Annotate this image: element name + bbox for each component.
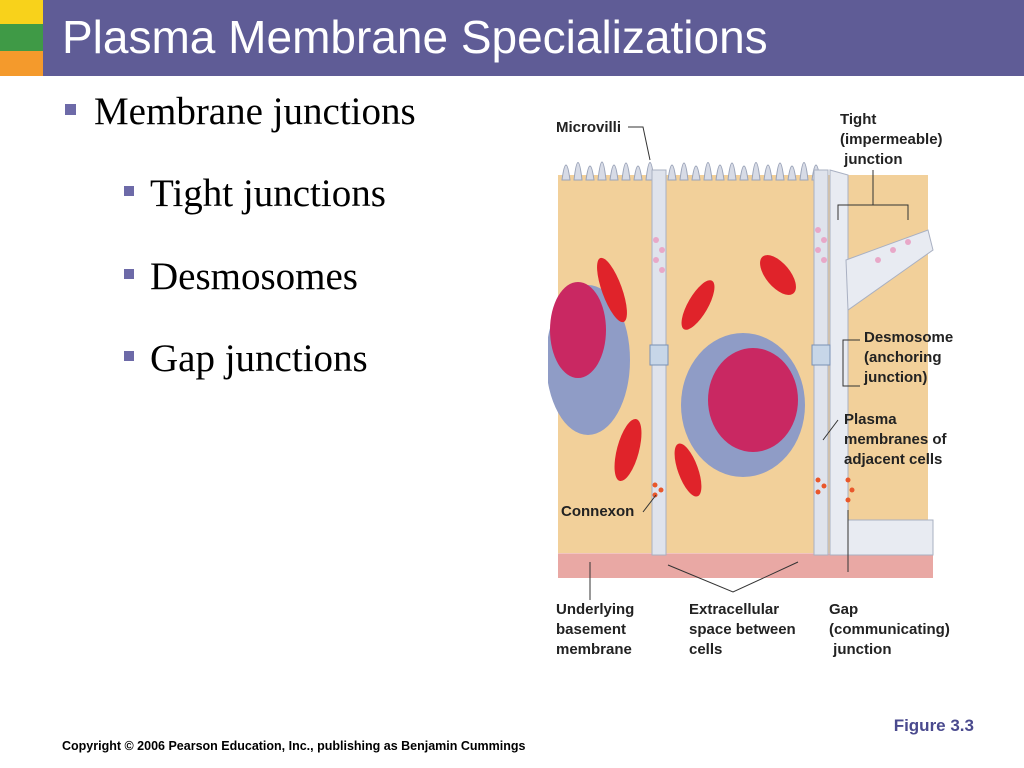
- bullet-sub-text: Desmosomes: [150, 255, 358, 298]
- label-connexon: Connexon: [561, 503, 635, 520]
- title-bar: [0, 0, 1024, 76]
- copyright-text: Copyright © 2006 Pearson Education, Inc.…: [62, 739, 526, 753]
- bullet-square-icon: [124, 351, 134, 361]
- label-extracellular-space: Extracellular space between cells: [689, 601, 796, 658]
- label-plasma-membranes: Plasma membranes of adjacent cells: [844, 411, 947, 468]
- bullet-square-icon: [124, 269, 134, 279]
- bullet-sub-gap: Gap junctions: [124, 336, 368, 381]
- bullet-sub-text: Tight junctions: [150, 172, 386, 215]
- basement-membrane: [558, 552, 933, 578]
- cell-junction-illustration: [546, 126, 934, 600]
- slide-title: Plasma Membrane Specializations: [62, 11, 768, 63]
- label-tight-junction: Tight (impermeable) junction: [840, 111, 943, 168]
- label-desmosome: Desmosome (anchoring junction): [864, 329, 954, 386]
- mitochondria: [597, 255, 796, 497]
- figure-caption: Figure 3.3: [893, 716, 974, 735]
- accent-block-green: [0, 24, 43, 51]
- bullet-square-icon: [124, 186, 134, 196]
- desmosome-right: [811, 344, 831, 366]
- leader-lines: [589, 126, 909, 600]
- cell-junction-figure: Microvilli Tight (impermeable) junction …: [546, 100, 1024, 680]
- label-microvilli: Microvilli: [556, 119, 622, 136]
- bullet-sub-tight: Tight junctions: [124, 171, 386, 216]
- bullet-main-text: Membrane junctions: [94, 90, 416, 133]
- tight-junction-dots: [653, 227, 911, 273]
- gap-junctions: [652, 477, 855, 503]
- bullet-sub-text: Gap junctions: [150, 337, 368, 380]
- bullet-main: Membrane junctions: [65, 89, 416, 134]
- accent-block-orange: [0, 51, 43, 76]
- desmosome-left: [649, 344, 669, 366]
- label-gap-junction: Gap (communicating) junction: [829, 601, 950, 658]
- label-basement-membrane: Underlying basement membrane: [556, 601, 635, 658]
- accent-block-yellow: [0, 0, 43, 24]
- bullet-sub-desmosomes: Desmosomes: [124, 254, 358, 299]
- bullet-square-icon: [65, 104, 76, 115]
- microvilli-group: [561, 161, 821, 181]
